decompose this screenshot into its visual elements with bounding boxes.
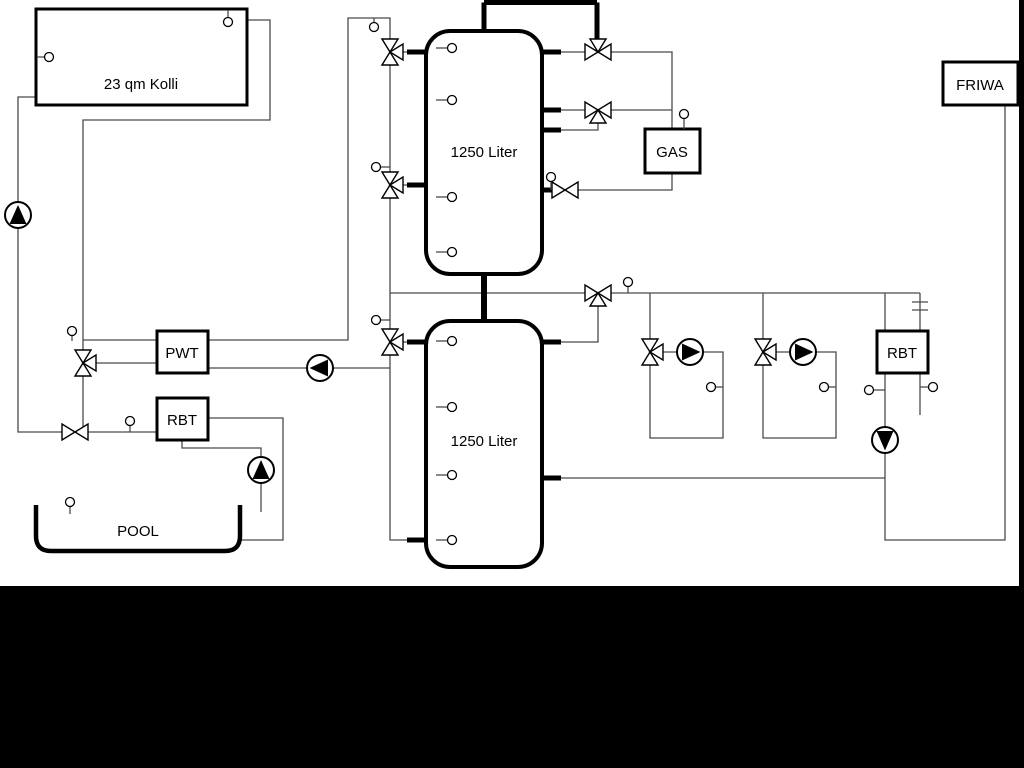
buffer-tank-lower: 1250 Liter	[424, 319, 544, 569]
rbt-left-label: RBT	[167, 412, 197, 429]
temp-sensor	[436, 335, 458, 347]
collector-label: 23 qm Kolli	[104, 76, 178, 93]
pool-label: POOL	[117, 523, 159, 540]
temp-sensor	[436, 42, 458, 54]
bottom-mask	[0, 586, 1024, 768]
gas-label: GAS	[656, 144, 688, 161]
temp-sensor	[545, 171, 557, 190]
tank-upper-label: 1250 Liter	[451, 144, 518, 161]
buffer-tank-upper: 1250 Liter	[424, 29, 544, 276]
temp-sensor	[678, 108, 690, 129]
temp-sensor	[436, 191, 458, 203]
pwt-heat-exchanger: PWT	[155, 329, 210, 375]
tank-lower-sensors	[436, 335, 458, 546]
temp-sensor	[124, 415, 136, 432]
pump-pool	[247, 456, 275, 484]
gas-boiler: GAS	[643, 127, 702, 175]
temp-sensor	[436, 94, 458, 106]
temp-sensor	[705, 381, 723, 393]
right-edge-mask	[1019, 0, 1024, 586]
temp-sensor	[66, 325, 78, 341]
mixing-valve-circuit-1	[640, 338, 664, 366]
temp-sensor	[37, 51, 55, 63]
rbt-right-label: RBT	[887, 345, 917, 362]
temp-sensor	[370, 161, 390, 173]
pump-circuit-1	[676, 338, 704, 366]
tank-upper-sensors	[436, 42, 458, 258]
valve-pool-circuit	[61, 422, 89, 442]
temp-sensor	[436, 401, 458, 413]
pump-solar	[4, 201, 32, 229]
temp-sensor	[622, 276, 634, 293]
tank-lower-label: 1250 Liter	[451, 433, 518, 450]
temp-sensor	[222, 10, 234, 28]
three-way-valve-solar	[73, 349, 97, 377]
three-way-valve-distribution	[584, 283, 612, 307]
friwa-label: FRIWA	[956, 77, 1004, 94]
friwa-station: FRIWA	[941, 60, 1020, 107]
temp-sensor	[863, 384, 885, 396]
three-way-valve-boiler-mid	[584, 100, 612, 124]
rbt-left-unit: RBT	[155, 396, 210, 442]
temp-sensor	[920, 381, 939, 393]
pump-circuit-2	[789, 338, 817, 366]
pool-basin: POOL	[33, 505, 243, 554]
solar-collector: 23 qm Kolli	[34, 7, 249, 107]
rbt-right-unit: RBT	[875, 329, 930, 375]
three-way-valve-boiler-top	[584, 38, 612, 62]
three-way-valve-tank-top	[380, 38, 404, 66]
temp-sensor	[436, 469, 458, 481]
temp-sensors	[37, 10, 939, 546]
three-way-valve-tank-low	[380, 328, 404, 356]
temp-sensor	[818, 381, 836, 393]
pump-tank-charge	[306, 354, 334, 382]
temp-sensor	[64, 496, 76, 514]
three-way-valve-tank-mid	[380, 171, 404, 199]
pump-rbt-right	[871, 426, 899, 454]
mixing-valve-circuit-2	[753, 338, 777, 366]
pwt-label: PWT	[165, 345, 198, 362]
temp-sensor	[436, 246, 458, 258]
temp-sensor	[436, 534, 458, 546]
temp-sensor	[368, 18, 380, 33]
temp-sensor	[370, 314, 390, 326]
valve-boiler-return	[551, 180, 579, 200]
